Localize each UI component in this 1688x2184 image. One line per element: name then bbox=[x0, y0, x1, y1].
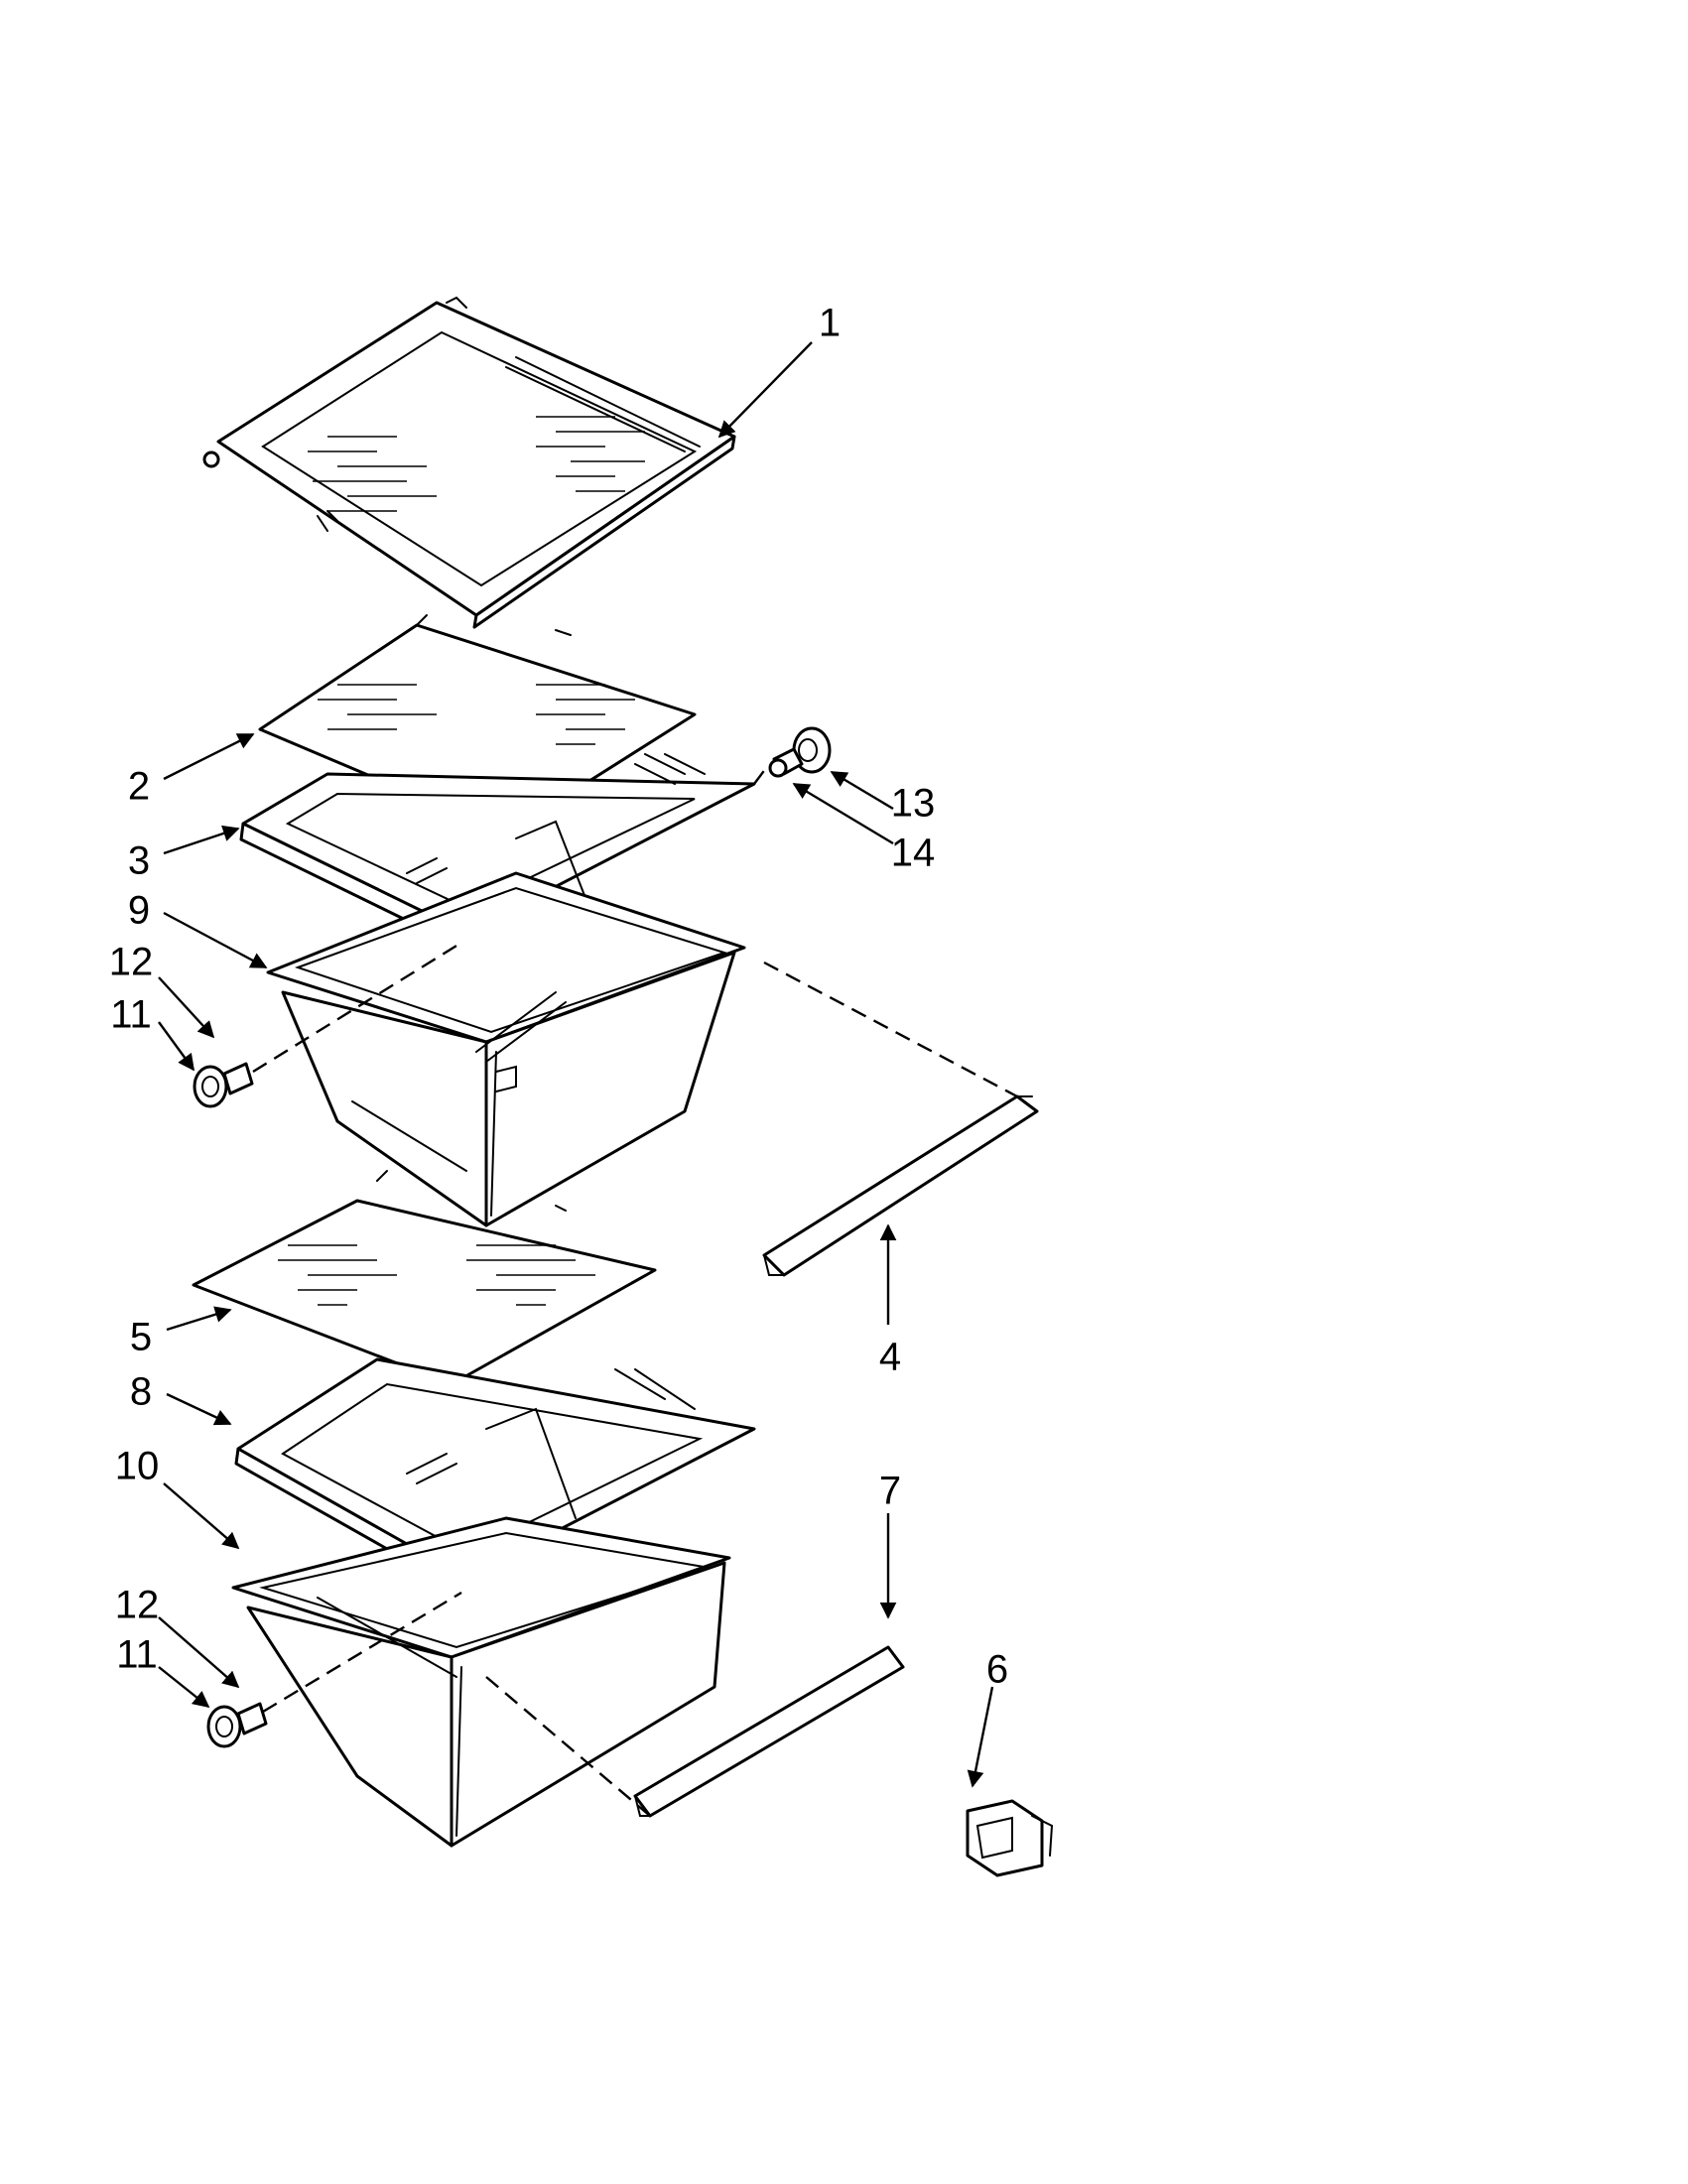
part-11-12-roller-lower bbox=[206, 1702, 268, 1748]
part-9-crisper-pan-upper bbox=[266, 871, 746, 1227]
callout-13: 13 bbox=[891, 782, 936, 826]
callout-11-lower: 11 bbox=[116, 1633, 158, 1677]
callout-5: 5 bbox=[130, 1316, 152, 1359]
callout-12-upper: 12 bbox=[109, 941, 154, 984]
callout-8: 8 bbox=[130, 1370, 152, 1414]
callout-3: 3 bbox=[128, 839, 150, 883]
callout-12-lower: 12 bbox=[115, 1584, 160, 1627]
callout-14: 14 bbox=[891, 832, 936, 875]
glass-hatch-3 bbox=[278, 1244, 595, 1306]
callout-7: 7 bbox=[879, 1470, 901, 1513]
part-4-rail-upper bbox=[762, 1094, 1039, 1277]
part-6-bracket bbox=[966, 1799, 1054, 1877]
leader-lines bbox=[158, 341, 994, 1788]
glass-hatch-1 bbox=[308, 416, 645, 512]
part-10-crisper-pan-lower bbox=[231, 1516, 731, 1848]
part-13-cap bbox=[792, 726, 832, 774]
callout-4: 4 bbox=[879, 1336, 901, 1379]
callout-2: 2 bbox=[128, 765, 150, 809]
callout-1: 1 bbox=[819, 302, 841, 345]
part-14-screw bbox=[768, 747, 804, 778]
glass-hatch-2 bbox=[318, 684, 635, 745]
callout-10: 10 bbox=[115, 1445, 160, 1488]
part-1-shelf bbox=[202, 296, 736, 629]
part-5-crisper-glass-lower bbox=[192, 1170, 657, 1386]
callout-6: 6 bbox=[986, 1648, 1008, 1692]
part-7-rail-lower bbox=[633, 1645, 905, 1818]
part-11-12-roller-upper bbox=[193, 1062, 254, 1108]
callout-11-upper: 11 bbox=[110, 993, 152, 1037]
assembly-lines bbox=[252, 763, 1018, 1817]
callout-9: 9 bbox=[128, 889, 150, 933]
callouts: 1 2 3 9 12 11 13 14 4 5 8 10 7 12 11 6 bbox=[109, 302, 1008, 1692]
